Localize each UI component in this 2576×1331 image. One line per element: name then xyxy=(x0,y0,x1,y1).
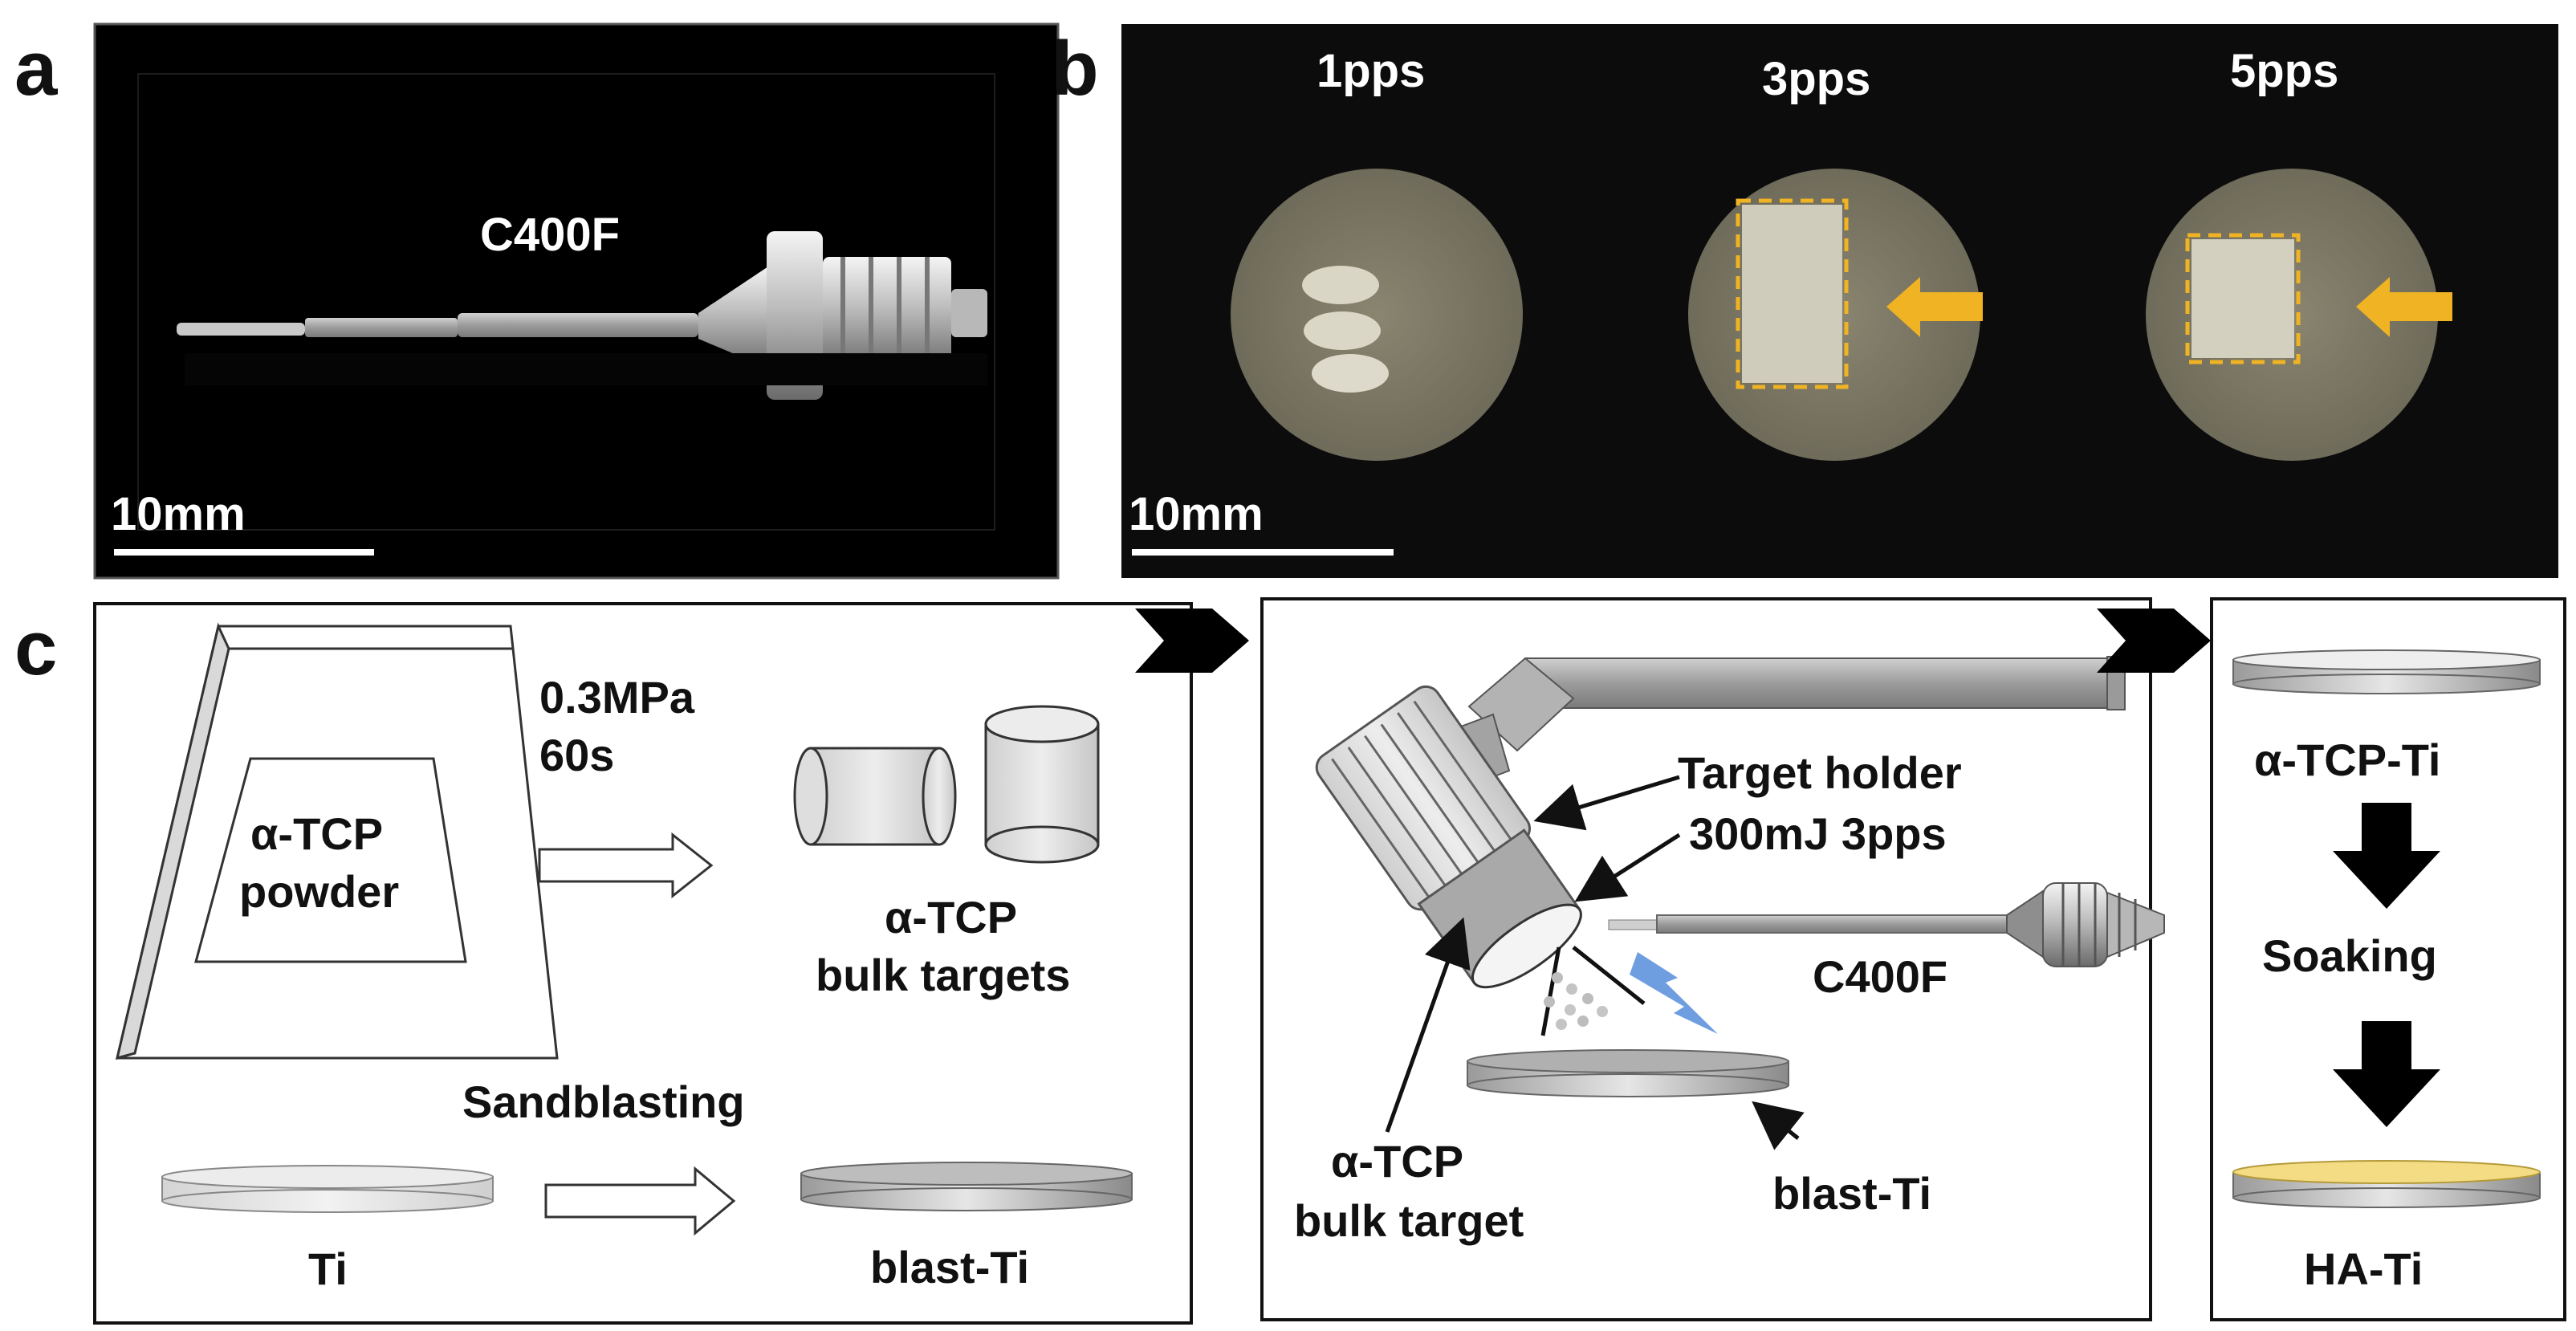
column-label-3pps: 3pps xyxy=(1762,53,1870,105)
panel-letter-b: b xyxy=(1052,26,1099,112)
panel-a-device-label: C400F xyxy=(480,209,620,261)
powder-label-line1: α-TCP xyxy=(250,808,383,859)
ha-ti-label: HA-Ti xyxy=(2304,1243,2423,1294)
step1-box: α-TCP powder 0.3MPa 60s α-TCP bulk targe… xyxy=(93,602,1193,1325)
targets-label-line2: bulk targets xyxy=(816,950,1070,1000)
energy-pointer xyxy=(1574,832,1681,902)
ti-disc xyxy=(161,1165,494,1213)
soaking-arrow-1 xyxy=(2333,803,2440,909)
specimen-3pps xyxy=(1688,169,1983,461)
flow-arrow-2 xyxy=(2097,609,2211,673)
bulk-targets xyxy=(793,705,1100,864)
target-label-line2: bulk target xyxy=(1294,1195,1524,1246)
flow-arrow-1 xyxy=(1135,609,1249,673)
sandblasting-label: Sandblasting xyxy=(462,1077,745,1127)
press-arrow xyxy=(538,832,714,899)
specimen-1pps xyxy=(1231,169,1523,461)
press-mold xyxy=(115,622,559,1060)
holder-label-line2: 300mJ 3pps xyxy=(1689,808,1947,859)
panel-a-scale-label: 10mm xyxy=(111,488,246,540)
blast-ti-disc xyxy=(800,1162,1133,1211)
arrow-5pps xyxy=(2356,277,2452,337)
target-pointer xyxy=(1385,917,1471,1133)
specimen-5pps xyxy=(2146,169,2452,461)
ha-coating xyxy=(2232,1160,2541,1184)
step2-box: Target holder 300mJ 3pps C400F xyxy=(1260,597,2165,1321)
laser-handpiece xyxy=(1608,882,2165,967)
step3-box: α-TCP-Ti Soaking HA-Ti xyxy=(2210,597,2566,1321)
handpiece-label: C400F xyxy=(1813,951,1947,1002)
panel-b-photo: 1pps 3pps 5pps 10mm xyxy=(1121,24,2558,578)
holder-label-line1: Target holder xyxy=(1678,747,1962,798)
powder-label-line2: powder xyxy=(239,866,399,917)
tcp-ti-label: α-TCP-Ti xyxy=(2254,735,2440,785)
column-label-5pps: 5pps xyxy=(2230,45,2338,97)
targets-label-line1: α-TCP xyxy=(885,892,1017,942)
panel-b-scale-label: 10mm xyxy=(1129,488,1264,540)
soaking-label: Soaking xyxy=(2262,930,2437,981)
panel-letter-a: a xyxy=(14,26,58,112)
laser-beam xyxy=(1630,952,1718,1034)
substrate-disc xyxy=(1467,1049,1789,1097)
ha-ti-disc xyxy=(2232,1160,2541,1208)
blast-arrow xyxy=(544,1166,736,1236)
soaking-arrow-2 xyxy=(2333,1021,2440,1127)
target-label-line1: α-TCP xyxy=(1331,1136,1463,1187)
panel-a-photo: C400F 10mm xyxy=(93,22,1060,580)
press-pressure: 0.3MPa xyxy=(539,672,695,722)
arrow-3pps xyxy=(1886,277,1983,337)
ablation-plume xyxy=(1540,946,1646,1036)
holder-pointer xyxy=(1533,775,1680,831)
panel-letter-c: c xyxy=(14,605,57,691)
column-label-1pps: 1pps xyxy=(1316,45,1425,97)
highlight-box-5pps xyxy=(2185,233,2301,364)
ti-label: Ti xyxy=(308,1243,348,1294)
blast-ti-label: blast-Ti xyxy=(870,1242,1029,1292)
handpiece-photo xyxy=(177,231,987,400)
press-time: 60s xyxy=(539,730,614,780)
substrate-pointer xyxy=(1752,1101,1805,1150)
substrate-label: blast-Ti xyxy=(1772,1168,1931,1219)
tcp-ti-disc xyxy=(2232,649,2541,694)
highlight-box-3pps xyxy=(1736,198,1849,389)
